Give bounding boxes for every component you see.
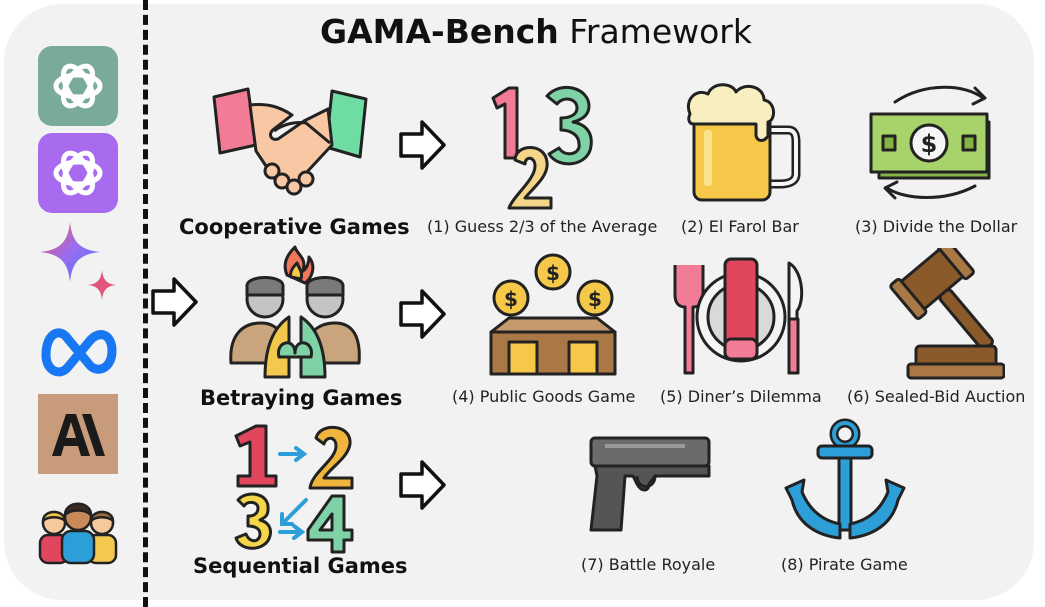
pistol-icon (585, 430, 715, 544)
anchor-icon (780, 418, 910, 547)
svg-text:$: $ (921, 130, 938, 158)
arrow-right-icon (399, 120, 446, 170)
svg-text:$: $ (504, 287, 518, 311)
openai-green-logo-icon (36, 44, 120, 128)
betrayal-icon (225, 245, 365, 384)
model-sidebar (36, 0, 126, 607)
beer-mug-icon (684, 80, 804, 209)
game-label-el-farol: (2) El Farol Bar (681, 217, 799, 236)
anthropic-logo-icon (36, 392, 120, 476)
category-label-betraying: Betraying Games (200, 386, 403, 410)
arrow-right-icon (399, 289, 446, 339)
game-label-guess-average: (1) Guess 2/3 of the Average (427, 217, 658, 236)
numbers-123-icon (485, 80, 605, 214)
svg-text:$: $ (546, 261, 560, 285)
arrow-right-icon (151, 277, 198, 327)
handshake-icon (210, 85, 370, 209)
game-label-pirate-game: (8) Pirate Game (781, 555, 908, 574)
sequence-numbers-icon (232, 420, 362, 559)
game-label-battle-royale: (7) Battle Royale (581, 555, 716, 574)
dashed-divider (143, 0, 148, 607)
plate-cutlery-icon (665, 255, 815, 384)
svg-text:$: $ (588, 287, 602, 311)
arrow-right-icon (399, 460, 446, 510)
gavel-icon (870, 238, 1006, 387)
page-title: GAMA-Bench Framework (320, 12, 752, 51)
meta-infinity-logo-icon (36, 305, 120, 389)
category-label-cooperative: Cooperative Games (179, 215, 410, 239)
game-label-public-goods: (4) Public Goods Game (452, 387, 636, 406)
game-label-diners-dilemma: (5) Diner’s Dilemma (660, 387, 822, 406)
openai-purple-logo-icon (36, 131, 120, 215)
human-group-icon (36, 485, 120, 569)
gemini-sparkle-icon (36, 218, 120, 302)
category-label-sequential: Sequential Games (193, 554, 408, 578)
game-label-divide-dollar: (3) Divide the Dollar (855, 217, 1018, 236)
coins-box-icon: $ $ $ (485, 248, 620, 382)
money-bill-icon: $ (865, 80, 1005, 209)
game-label-sealed-bid-auction: (6) Sealed-Bid Auction (847, 387, 1026, 406)
